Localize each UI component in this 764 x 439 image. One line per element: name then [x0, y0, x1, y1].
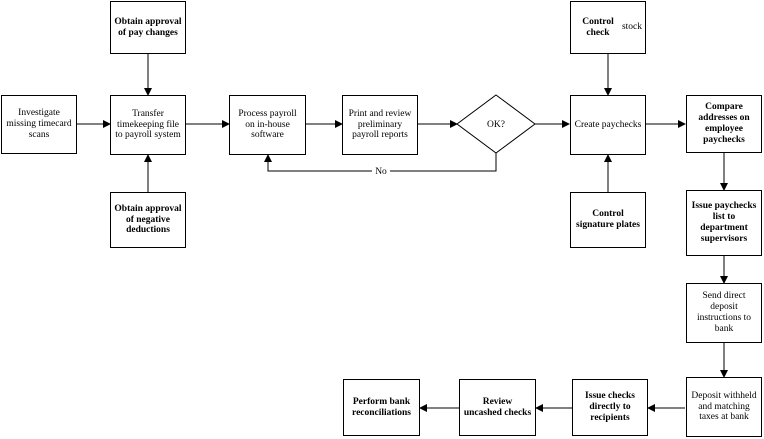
decision-ok-text: OK?	[487, 120, 505, 130]
no-label-background	[372, 165, 390, 177]
node-process-payroll: Process payroll on in-house software	[229, 95, 306, 155]
no-label: No	[375, 167, 387, 177]
node-issue-checks: Issue checks directly to recipients	[572, 379, 648, 436]
node-deposit-taxes: Deposit withheld and matching taxes at b…	[686, 377, 762, 437]
node-approval-pay-changes: Obtain approval of pay changes	[110, 1, 186, 54]
node-control-signature-plates: Control signature plates	[570, 192, 646, 248]
control-check-rest-text: stock	[621, 22, 642, 33]
node-control-check-stock: Control check stock	[570, 1, 646, 54]
node-review-uncashed: Review uncashed checks	[459, 379, 536, 436]
control-check-bold-text: Control check	[582, 16, 614, 38]
node-issue-paychecks-list: Issue paychecks list to department super…	[686, 190, 762, 256]
node-print-review: Print and review preliminary payroll rep…	[342, 95, 418, 155]
node-transfer: Transfer timekeeping file to payroll sys…	[110, 95, 186, 155]
node-approval-negative-deductions: Obtain approval of negative deductions	[110, 192, 186, 248]
node-create-paychecks: Create paychecks	[570, 95, 646, 155]
node-investigate: Investigate missing timecard scans	[1, 95, 77, 154]
node-compare-addresses: Compare addresses on employee paychecks	[686, 95, 762, 153]
node-send-direct-deposit: Send direct deposit instructions to bank	[686, 283, 762, 343]
node-perform-reconciliations: Perform bank reconciliations	[343, 379, 420, 436]
